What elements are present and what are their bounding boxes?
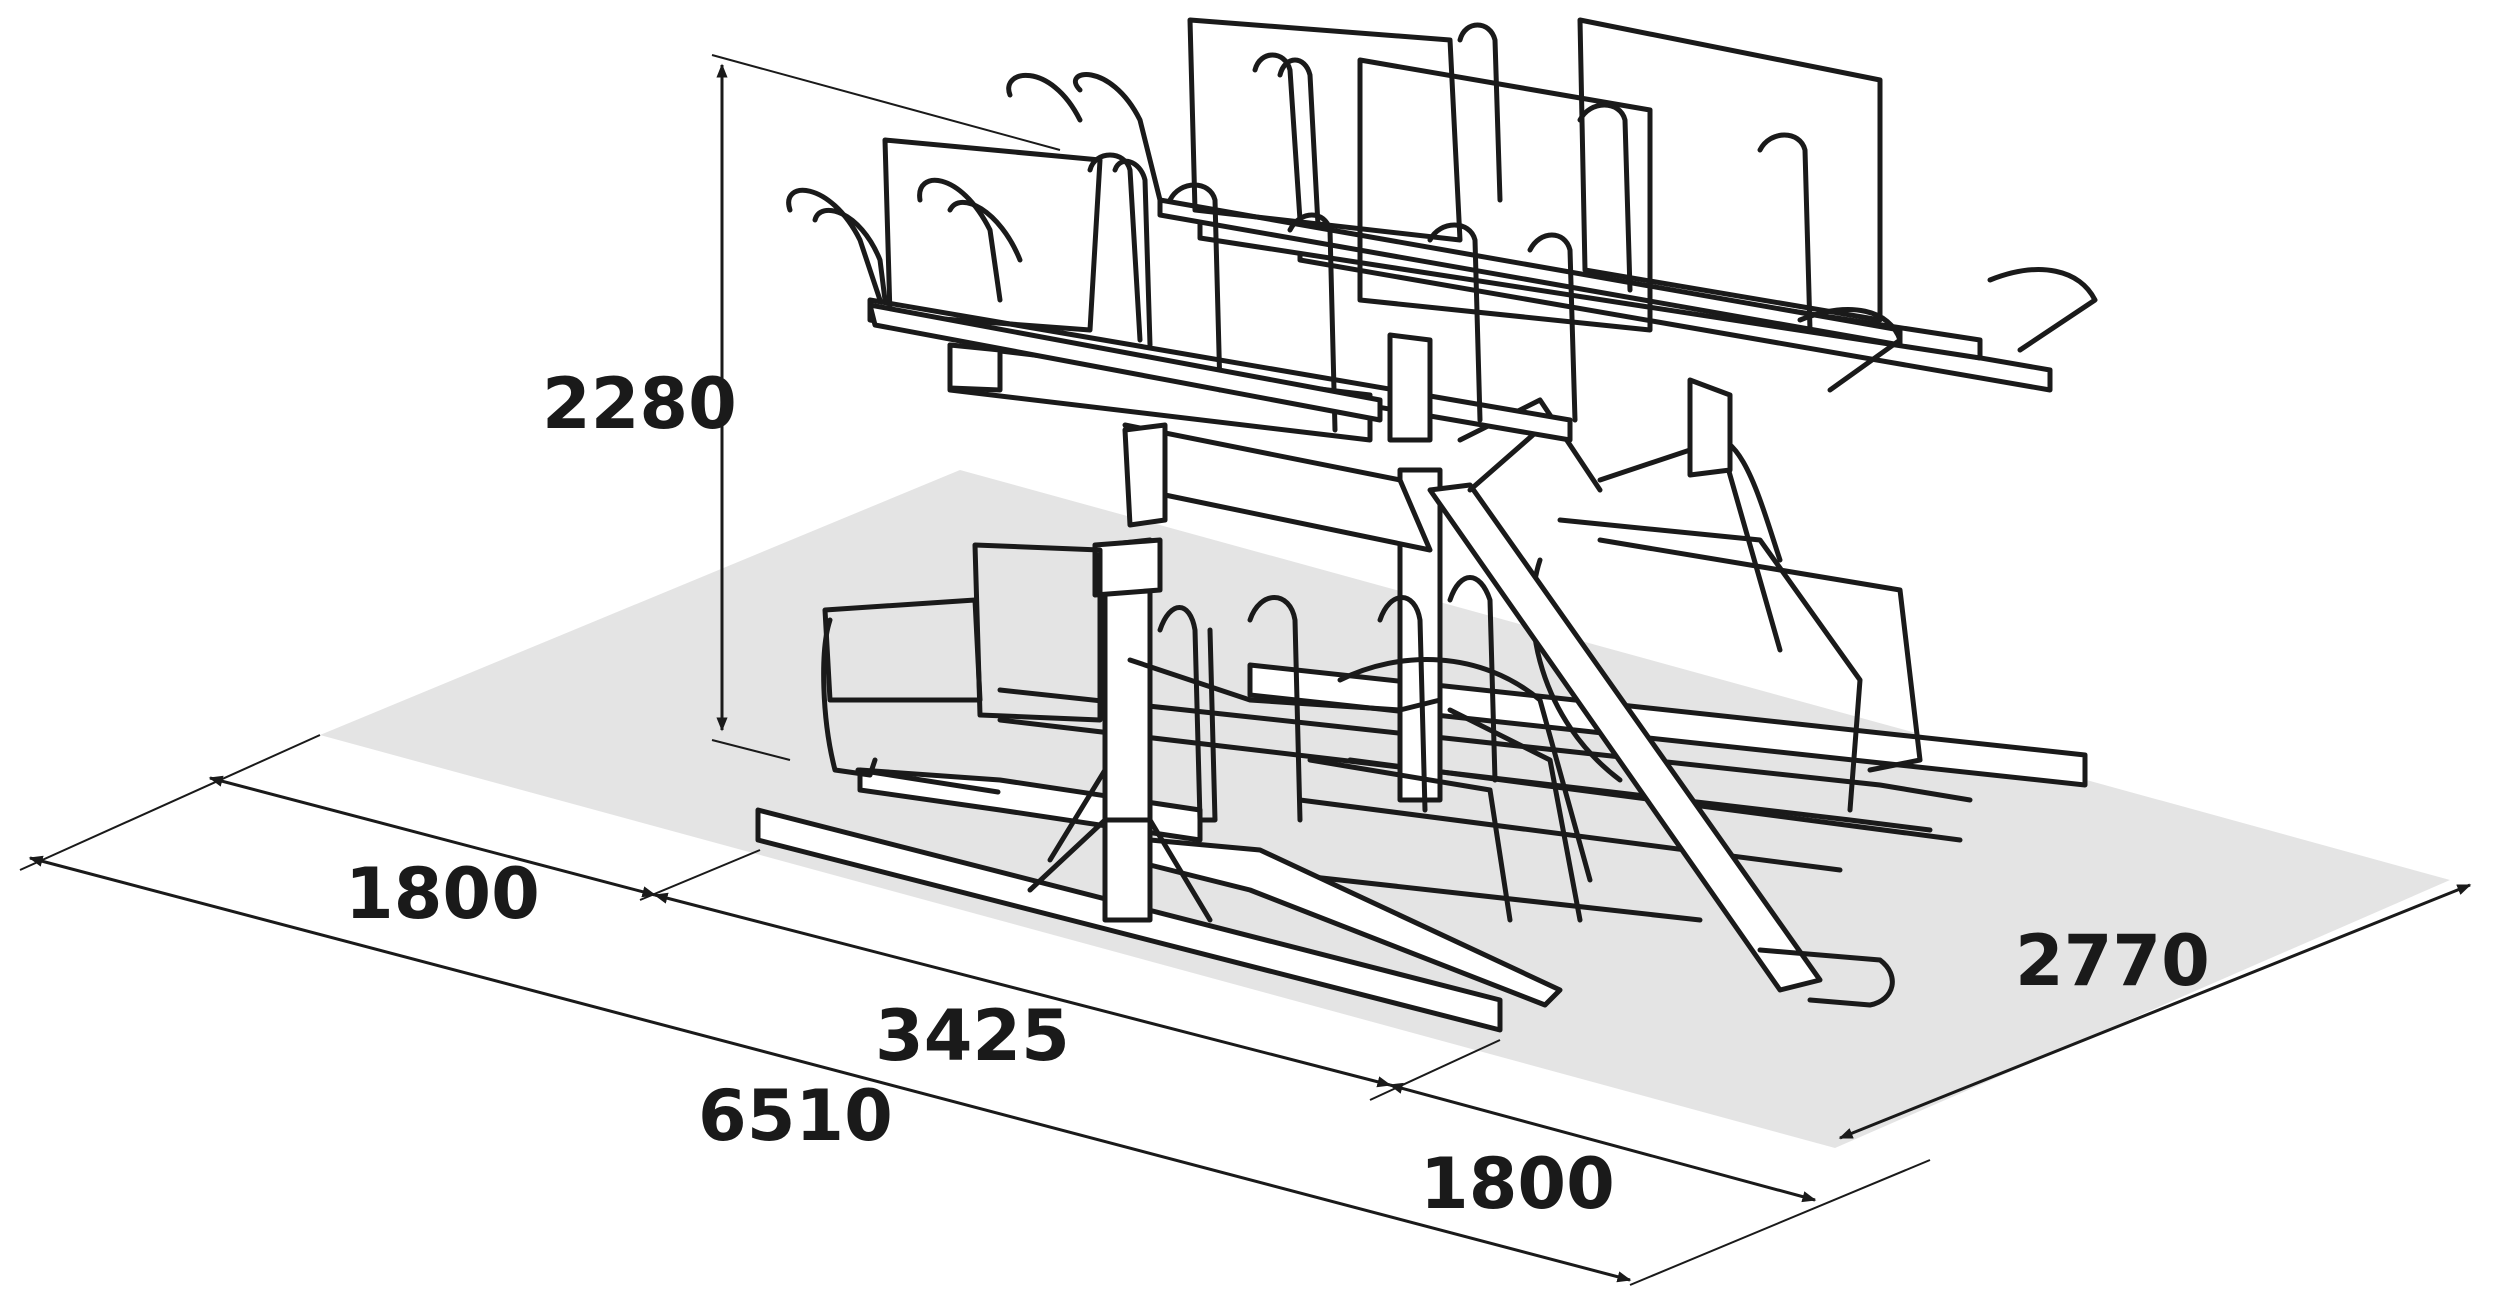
- front-right-depth-label: 1800: [1420, 1143, 1615, 1225]
- height-dimension-label: 2280: [542, 363, 737, 445]
- width-dimension-label: 2770: [2015, 920, 2210, 1002]
- upper-tier-frame: [867, 197, 2053, 553]
- center-length-label: 3425: [875, 995, 1070, 1077]
- dimension-lines: [19, 54, 2472, 1286]
- upper-bike-loops: [786, 17, 2098, 433]
- total-length-label: 6510: [698, 1075, 893, 1157]
- left-pulled-loop: [821, 617, 1001, 795]
- front-left-depth-label: 1800: [345, 853, 540, 935]
- upper-left-arms: [867, 302, 1383, 423]
